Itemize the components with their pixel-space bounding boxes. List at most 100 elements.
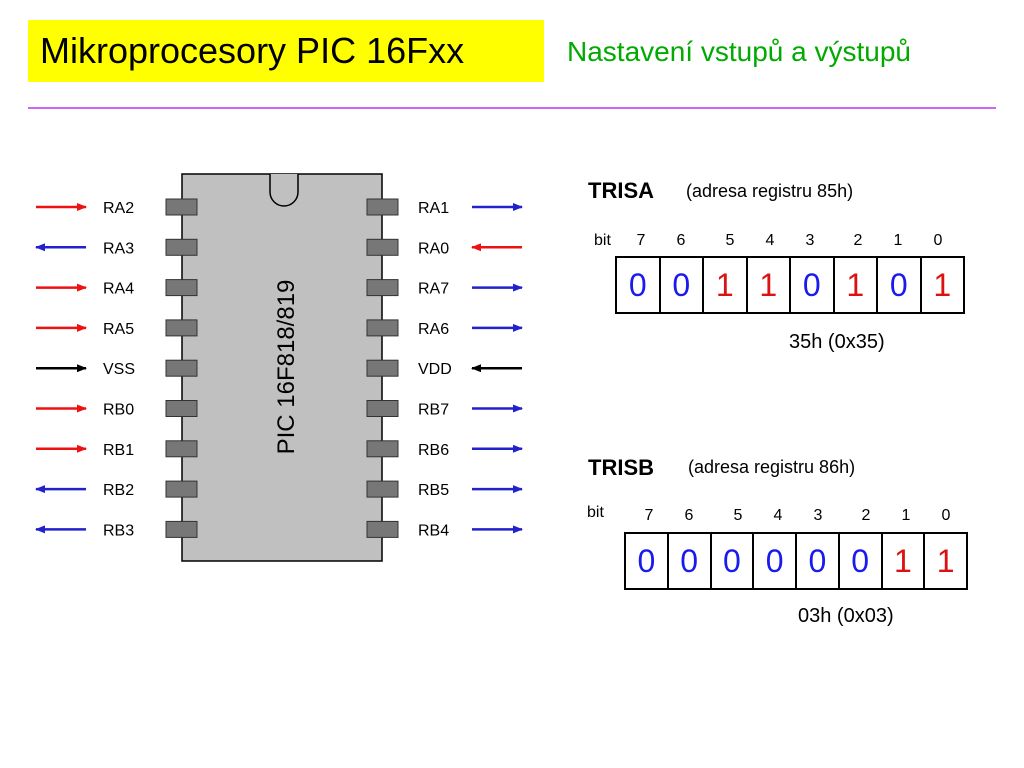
trisa-bit-number: 2 bbox=[853, 232, 863, 249]
pin-ra6: RA6 bbox=[366, 319, 523, 338]
pin-ra3: RA3 bbox=[35, 238, 198, 257]
trisb-bit-number: 3 bbox=[813, 507, 823, 524]
trisa-bit-number: 6 bbox=[676, 232, 686, 249]
pin-pad bbox=[366, 400, 399, 417]
pin-label: RB2 bbox=[103, 482, 134, 499]
trisb-bit-cell: 0 bbox=[669, 534, 712, 588]
pin-label: RB1 bbox=[103, 442, 134, 459]
trisb-bit-cell: 0 bbox=[840, 534, 883, 588]
pin-ra2: RA2 bbox=[36, 198, 198, 217]
pin-pad bbox=[366, 520, 399, 538]
pin-rb3: RB3 bbox=[35, 520, 198, 539]
trisb-bit-cell: 0 bbox=[626, 534, 669, 588]
trisb-bit-number: 2 bbox=[861, 507, 871, 524]
header-divider bbox=[28, 107, 996, 109]
pin-pad bbox=[165, 440, 198, 458]
pin-rb2: RB2 bbox=[35, 480, 198, 499]
trisa-value: 35h (0x35) bbox=[789, 331, 885, 353]
trisa-bit-number: 1 bbox=[893, 232, 903, 249]
pin-label: RA7 bbox=[418, 281, 449, 298]
pin-label: RA0 bbox=[418, 240, 449, 257]
pin-pad bbox=[165, 520, 198, 538]
trisb-bit-cell: 0 bbox=[754, 534, 797, 588]
trisa-bit-number: 7 bbox=[636, 232, 646, 249]
pin-label: RA5 bbox=[103, 321, 134, 338]
pin-ra0: RA0 bbox=[366, 238, 522, 257]
pin-pad bbox=[165, 359, 198, 377]
pin-pad bbox=[165, 238, 198, 256]
trisb-bit-number: 5 bbox=[733, 507, 743, 524]
trisa-bit-cell: 0 bbox=[878, 258, 922, 312]
pin-label: RA4 bbox=[103, 281, 134, 298]
trisa-bit-number: 5 bbox=[725, 232, 735, 249]
pin-pad bbox=[165, 400, 198, 417]
trisa-bit-number: 0 bbox=[933, 232, 943, 249]
pin-label: RA3 bbox=[103, 240, 134, 257]
pin-pad bbox=[366, 238, 399, 256]
pin-label: RB4 bbox=[418, 522, 449, 539]
trisb-bit-number: 6 bbox=[684, 507, 694, 524]
chip-label: PIC 16F818/819 bbox=[273, 280, 300, 455]
pin-pad bbox=[366, 279, 399, 297]
pin-rb4: RB4 bbox=[366, 520, 523, 539]
trisa-bit-cell: 1 bbox=[704, 258, 748, 312]
trisa-bit-number: 3 bbox=[805, 232, 815, 249]
pin-label: RA6 bbox=[418, 321, 449, 338]
trisb-value: 03h (0x03) bbox=[798, 605, 894, 627]
trisa-bit-number: 4 bbox=[765, 232, 775, 249]
pin-pad bbox=[366, 480, 399, 498]
trisb-bit-label: bit bbox=[587, 504, 604, 521]
slide-title: Mikroprocesory PIC 16Fxx bbox=[28, 20, 544, 82]
trisb-bit-number: 7 bbox=[644, 507, 654, 524]
trisa-bit-cell: 1 bbox=[835, 258, 878, 312]
pin-ra4: RA4 bbox=[36, 279, 198, 298]
pin-pad bbox=[165, 279, 198, 297]
trisa-bit-cell: 1 bbox=[933, 266, 952, 303]
pin-pad bbox=[165, 480, 198, 498]
pin-pad bbox=[165, 319, 198, 337]
pin-ra5: RA5 bbox=[36, 319, 198, 338]
pinout-diagram: PIC 16F818/819 RA2RA3RA4RA5VSSRB0RB1RB2R… bbox=[35, 173, 523, 562]
pin-label: VSS bbox=[103, 361, 135, 378]
pin-pad bbox=[165, 198, 198, 216]
pin-rb0: RB0 bbox=[36, 400, 198, 419]
pin-pad bbox=[366, 440, 399, 458]
trisb-bit-cell: 0 bbox=[712, 534, 755, 588]
trisa-bit-cell: 1 bbox=[748, 258, 791, 312]
pin-label: RB6 bbox=[418, 442, 449, 459]
pin-rb7: RB7 bbox=[366, 400, 523, 419]
pin-label: RB3 bbox=[103, 522, 134, 539]
pin-label: RA2 bbox=[103, 200, 134, 217]
trisa-bit-cell: 0 bbox=[617, 258, 661, 312]
trisb-bit-number: 0 bbox=[941, 507, 951, 524]
pin-label: RB5 bbox=[418, 482, 449, 499]
trisa-address: (adresa registru 85h) bbox=[686, 181, 854, 201]
trisb-title: TRISB bbox=[588, 455, 654, 480]
pin-pad bbox=[366, 359, 399, 377]
trisa-title: TRISA bbox=[588, 178, 654, 203]
pin-label: RA1 bbox=[418, 200, 449, 217]
pin-pad bbox=[366, 198, 399, 216]
trisa-bit-cell: 0 bbox=[661, 258, 704, 312]
pin-label: RB7 bbox=[418, 402, 449, 419]
trisb-bit-number: 1 bbox=[901, 507, 911, 524]
pin-vdd: VDD bbox=[366, 359, 522, 378]
pin-ra1: RA1 bbox=[366, 198, 523, 217]
trisb-address: (adresa registru 86h) bbox=[688, 457, 856, 477]
chip-notch bbox=[269, 174, 299, 207]
slide-subtitle: Nastavení vstupů a výstupů bbox=[567, 36, 911, 67]
chip-body bbox=[181, 173, 383, 562]
pin-ra7: RA7 bbox=[366, 279, 523, 298]
trisa-bit-cell: 0 bbox=[791, 258, 835, 312]
trisb-bit-cell: 1 bbox=[883, 534, 926, 588]
pin-rb5: RB5 bbox=[366, 480, 523, 499]
pin-pad bbox=[366, 319, 399, 337]
pin-vss: VSS bbox=[36, 359, 198, 378]
pin-rb1: RB1 bbox=[36, 440, 198, 459]
pin-label: VDD bbox=[418, 361, 452, 378]
trisb-bit-cell: 0 bbox=[797, 534, 840, 588]
pin-label: RB0 bbox=[103, 402, 134, 419]
trisa-bit-label: bit bbox=[594, 232, 611, 249]
